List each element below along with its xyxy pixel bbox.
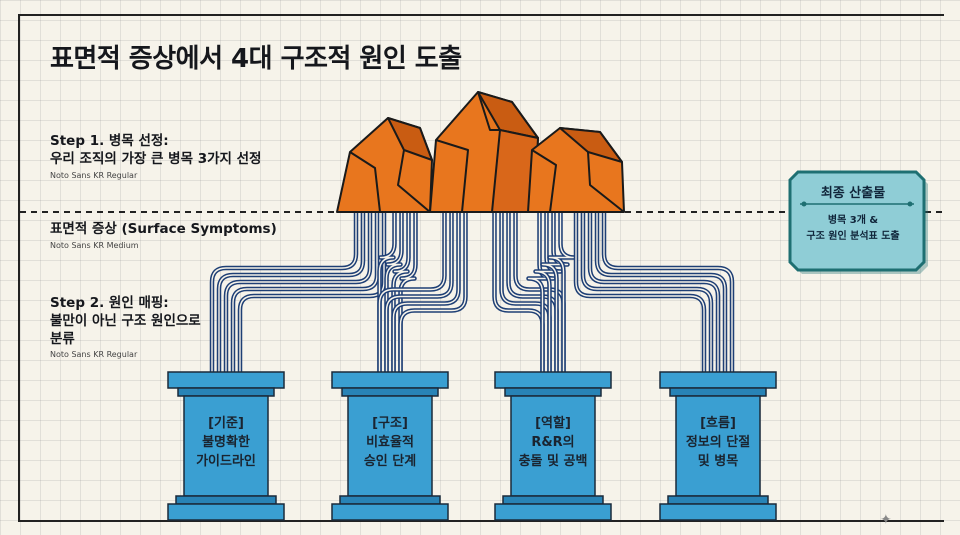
pipe <box>587 209 721 375</box>
pillar-line: 가이드라인 <box>196 454 256 469</box>
pillar-tag: [역할] <box>535 416 571 431</box>
cause-pillars <box>167 371 777 521</box>
step1-description: 우리 조직의 가장 큰 병목 3가지 선정 <box>50 151 262 167</box>
pillar-capital-neck <box>341 387 439 397</box>
pipe-highlight <box>218 211 364 373</box>
step2-description: 불만이 아닌 구조 원인으로 <box>50 313 201 329</box>
pipe-highlight <box>239 211 385 373</box>
pillar-capital-neck <box>177 387 275 397</box>
step2-font-note: Noto Sans KR Regular <box>50 350 138 359</box>
final-output-line: 구조 원인 분석표 도출 <box>806 231 900 242</box>
pillar-criteria <box>167 371 285 521</box>
pillar-capital <box>494 371 612 389</box>
pipe-highlight <box>575 211 705 373</box>
pillar-line: 및 병목 <box>697 454 739 469</box>
pillar-role <box>494 371 612 521</box>
pillar-capital-neck <box>504 387 602 397</box>
pipe-bundles <box>209 209 735 375</box>
frame-left-edge <box>18 14 20 520</box>
pillar-structure <box>331 371 449 521</box>
surface-heading: 표면적 증상 (Surface Symptoms) <box>50 221 277 237</box>
pillar-line: 비효율적 <box>366 435 414 450</box>
pipe-highlight <box>596 211 726 373</box>
pillar-label-structure: [구조] 비효율적 승인 단계 <box>340 414 440 471</box>
pillar-line: 정보의 단절 <box>685 435 751 450</box>
pillar-label-flow: [흐름] 정보의 단절 및 병목 <box>668 414 768 471</box>
pillar-label-role: [역할] R&R의 충돌 및 공백 <box>503 414 603 471</box>
pillar-tag: [기준] <box>208 416 244 431</box>
pillar-capital <box>659 371 777 389</box>
pillar-base <box>167 503 285 521</box>
pipe-highlight <box>392 211 460 373</box>
pipe-highlight <box>225 211 371 373</box>
step2-heading: Step 2. 원인 매핑: <box>50 295 169 311</box>
pillar-line: 불명확한 <box>202 435 250 450</box>
pillar-line: R&R의 <box>531 435 575 450</box>
pillar-label-criteria: [기준] 불명확한 가이드라인 <box>176 414 276 471</box>
page-title: 표면적 증상에서 4대 구조적 원인 도출 <box>50 44 462 74</box>
pipe-highlight <box>399 211 417 373</box>
pillar-capital <box>331 371 449 389</box>
step2-description-cont: 분류 <box>50 331 75 347</box>
sparkle-icon: ✦ <box>880 512 892 528</box>
step1-font-note: Noto Sans KR Regular <box>50 171 138 180</box>
pipe-highlight <box>378 211 446 373</box>
final-output-box <box>788 170 928 274</box>
pipe-highlight <box>385 211 453 373</box>
pipe-highlight <box>548 211 576 373</box>
final-output-title: 최종 산출물 <box>820 186 886 201</box>
pillar-base <box>331 503 449 521</box>
pipe-highlight <box>582 211 712 373</box>
pillar-shaft <box>675 395 761 497</box>
pipe-highlight <box>211 211 357 373</box>
pillar-line: 충돌 및 공백 <box>518 454 588 469</box>
rock-right <box>527 127 625 213</box>
pillar-base-neck <box>339 495 441 505</box>
pillar-line: 승인 단계 <box>363 454 417 469</box>
pillar-capital <box>167 371 285 389</box>
symptom-rocks <box>336 91 625 213</box>
pillar-base-neck <box>175 495 277 505</box>
pillar-base <box>659 503 777 521</box>
pillar-base-neck <box>667 495 769 505</box>
step1-heading: Step 1. 병목 선정: <box>50 133 169 149</box>
pipe-highlight <box>603 211 733 373</box>
pillar-shaft <box>183 395 269 497</box>
pillar-shaft <box>347 395 433 497</box>
pillar-base <box>494 503 612 521</box>
rock-left <box>336 117 433 213</box>
frame-bottom-edge <box>18 520 944 522</box>
pipe-highlight <box>385 211 403 373</box>
pipe-highlight <box>232 211 378 373</box>
pillar-base-neck <box>502 495 604 505</box>
pipe-highlight <box>378 211 396 373</box>
final-output-line: 병목 3개 & <box>827 215 879 226</box>
pillar-shaft <box>510 395 596 497</box>
pillar-capital-neck <box>669 387 767 397</box>
pipe-highlight <box>392 211 410 373</box>
surface-font-note: Noto Sans KR Medium <box>50 241 139 250</box>
pillar-tag: [구조] <box>372 416 408 431</box>
rock-middle <box>429 91 539 213</box>
pipe-highlight <box>399 211 467 373</box>
pipe-highlight <box>589 211 719 373</box>
pipe <box>377 209 447 375</box>
frame-top-edge <box>18 14 944 16</box>
pillar-flow <box>659 371 777 521</box>
pillar-tag: [흐름] <box>700 416 736 431</box>
final-output-body: 병목 3개 & 구조 원인 분석표 도출 <box>790 213 916 245</box>
